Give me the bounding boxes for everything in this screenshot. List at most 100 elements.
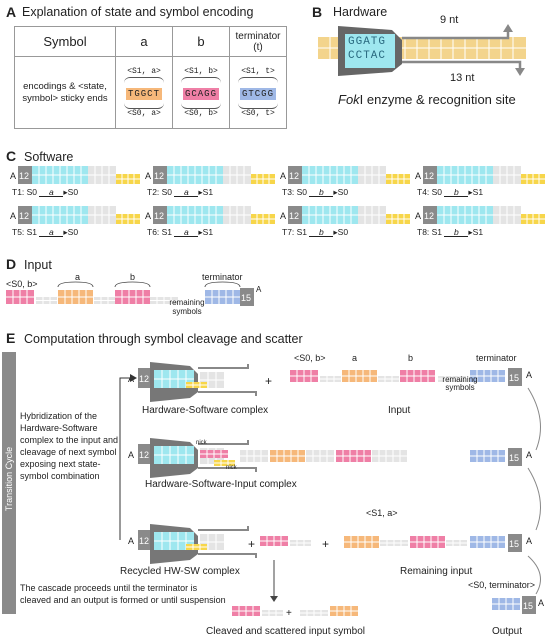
output-block <box>492 598 520 610</box>
rule-symbol: a <box>39 188 64 197</box>
rule-symbol: b <box>309 228 334 237</box>
software-spacer <box>358 166 386 184</box>
panel-d-title: Input <box>24 258 52 272</box>
cleaved-gap <box>262 610 283 616</box>
hybridization-description: Hybridization of the Hardware-Software c… <box>20 411 119 481</box>
e-input-cap <box>508 368 522 386</box>
hwsw-cap <box>138 530 152 550</box>
fok-seq-bottom: CCTAC <box>348 50 387 62</box>
e-input-b <box>400 370 435 382</box>
cell-a: <S1, a> TGGCT <S0, a> <box>115 56 173 129</box>
input-b-label: b <box>130 272 136 282</box>
software-rule-3: T3: S0 b▸S0 <box>282 187 349 197</box>
rule-target: ▸S0 <box>333 187 349 197</box>
plus-2: + <box>248 537 255 551</box>
software-number: 12 <box>424 211 434 221</box>
bottom-end-t: <S0, t> <box>241 109 275 118</box>
input-label-e: Input <box>388 405 411 416</box>
hsi-gap-3 <box>372 450 407 462</box>
hwsw-cap <box>138 368 152 388</box>
cell-b: <S1, b> GCAGG <S0, b> <box>172 56 230 129</box>
cleaved-gap-2 <box>300 610 328 616</box>
software-number: 12 <box>289 171 299 181</box>
hwsw-recognition <box>154 532 194 550</box>
software-sticky-end <box>116 214 140 224</box>
software-cap <box>288 166 302 184</box>
curve-3 <box>527 555 541 595</box>
hardware-strand <box>318 24 526 76</box>
software-cap <box>423 206 437 224</box>
software-number: 12 <box>19 211 29 221</box>
remaining-gap-2 <box>446 540 467 546</box>
software-sticky-end <box>521 214 545 224</box>
remaining-terminator <box>470 536 505 548</box>
software-rule-4: T4: S0 b▸S1 <box>417 187 484 197</box>
software-sticky-end <box>521 174 545 184</box>
software-recognition <box>167 166 223 184</box>
cleaved-label: Cleaved and scattered input symbol <box>206 626 365 637</box>
software-rule-1: T1: S0 a▸S0 <box>12 187 79 197</box>
remaining-number: 15 <box>509 539 519 549</box>
fok-seq-top: GGATG <box>348 36 387 48</box>
e-input-gap-2 <box>378 376 399 382</box>
hsi-terminator <box>470 450 505 462</box>
input-brace-1 <box>114 281 151 288</box>
hsi-gap-1 <box>240 450 268 462</box>
hwsw-cap <box>138 444 152 464</box>
hsi-a <box>270 450 305 462</box>
software-cap <box>423 166 437 184</box>
cleaved-a <box>330 606 358 616</box>
software-sticky-end <box>251 214 275 224</box>
software-recognition <box>437 166 493 184</box>
rule-target: ▸S0 <box>333 227 349 237</box>
rule-target: ▸S1 <box>198 187 214 197</box>
software-number: 12 <box>154 171 164 181</box>
e-input-gap-3 <box>438 376 466 382</box>
plus-4: + <box>286 608 292 619</box>
hwsw-number: 12 <box>139 536 149 546</box>
header-symbol: Symbol <box>14 26 116 57</box>
rule-symbol: a <box>174 228 199 237</box>
software-sticky-end <box>386 214 410 224</box>
software-rule-6: T6: S1 a▸S1 <box>147 227 214 237</box>
software-cap <box>153 166 167 184</box>
plus-3: + <box>322 537 329 551</box>
software-end-label: A <box>145 171 151 181</box>
hsi-number: 15 <box>509 453 519 463</box>
software-recognition <box>167 206 223 224</box>
software-cap <box>18 206 32 224</box>
output-a-end: A <box>538 598 544 608</box>
software-rule-7: T7: S1 b▸S0 <box>282 227 349 237</box>
hwsw-end-a: A <box>128 450 134 460</box>
hwsw-recognition <box>154 370 194 388</box>
seq-a: TGGCT <box>125 88 162 100</box>
hwsw-complex-2: A 12 <box>128 438 257 478</box>
hsi-a-end: A <box>526 450 532 460</box>
remaining-gap-1 <box>380 540 408 546</box>
fok-caption-rest: I enzyme & recognition site <box>359 92 516 107</box>
input-gap-2 <box>94 297 115 304</box>
remaining-input-label: Remaining input <box>400 566 473 577</box>
software-spacer <box>493 166 521 184</box>
e-input-gap-1 <box>320 376 341 382</box>
plus-1: + <box>265 374 272 388</box>
seq-t: GTCGG <box>239 88 276 100</box>
hwsw-recognition <box>154 446 194 464</box>
rule-symbol: b <box>444 188 469 197</box>
panel-c-letter: C <box>6 148 17 164</box>
encoding-table: Symbol a b terminator (t) encodings & <s… <box>14 26 287 129</box>
remaining-a-end: A <box>526 536 532 546</box>
transition-cycle-label: Transition Cycle <box>4 446 14 512</box>
software-number: 12 <box>19 171 29 181</box>
software-rule-8: T8: S1 b▸S1 <box>417 227 484 237</box>
output-label: Output <box>492 626 523 637</box>
cut-arrow-top <box>198 440 249 445</box>
software-end-label: A <box>10 211 16 221</box>
cleaved-state <box>232 606 260 616</box>
software-cap <box>288 206 302 224</box>
software-cap <box>153 206 167 224</box>
hwsw-number: 12 <box>139 450 149 460</box>
